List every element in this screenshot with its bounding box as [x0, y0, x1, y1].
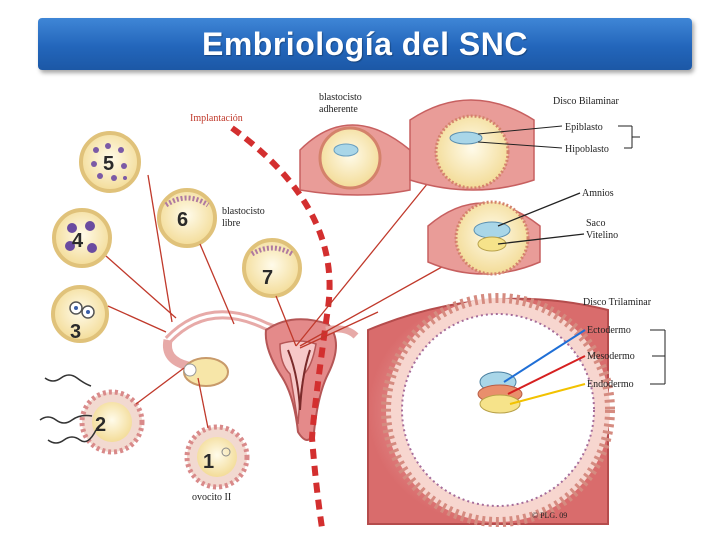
stage-6-free-blastocyst: 6 blastocisto libre [157, 188, 265, 248]
amnios-label: Amnios [582, 188, 614, 199]
stage-5-number: 5 [103, 153, 114, 175]
implantacion-label: Implantación [190, 113, 243, 124]
stage-5-morula: 5 [79, 131, 141, 193]
blastocisto-adherente-label-2: adherente [319, 104, 358, 115]
stage-4-number: 4 [72, 230, 84, 252]
trilaminar-pointers [503, 329, 586, 405]
stage-7-number: 7 [262, 267, 273, 289]
blastocisto-adherente-label-1: blastocisto [319, 92, 362, 103]
epiblasto-label: Epiblasto [565, 122, 603, 133]
ovocito-label: ovocito II [192, 492, 231, 503]
saco-label-2: Vitelino [586, 230, 618, 241]
stage-1-oocyte: 1 ovocito II [184, 424, 250, 503]
adherent-blastocyst-panel: blastocisto adherente [299, 92, 411, 196]
stage-arrows [105, 174, 459, 429]
stage-7-blastocyst: 7 [242, 238, 302, 298]
trilaminar-bracket [650, 329, 666, 385]
uterus-and-tube [162, 310, 359, 441]
stage-3-cell: 3 [51, 285, 109, 343]
bilaminar-disc-panel [409, 99, 535, 191]
bilaminar-bracket [477, 125, 640, 149]
trilaminar-disc-panel: © PLG. 09 [367, 293, 615, 527]
title-banner: Embriología del SNC [38, 18, 692, 70]
stage-2-number: 2 [95, 414, 106, 436]
stage-2-fertilization: 2 [39, 374, 145, 455]
endodermo-label: Endodermo [587, 379, 634, 390]
amnion-pointers [497, 192, 585, 245]
page-title: Embriología del SNC [202, 25, 528, 62]
credit-label: © PLG. 09 [532, 511, 567, 520]
hipoblasto-label: Hipoblasto [565, 144, 609, 155]
amnion-panel [427, 200, 541, 276]
stage-3-number: 3 [70, 321, 81, 343]
stage-1-number: 1 [203, 451, 214, 473]
implantation-path [230, 125, 333, 529]
mesodermo-label: Mesodermo [587, 351, 635, 362]
blastocisto-libre-label-1: blastocisto [222, 206, 265, 217]
stage-4-cell: 4 [52, 208, 112, 268]
disco-bilaminar-label: Disco Bilaminar [553, 96, 619, 107]
disco-trilaminar-label: Disco Trilaminar [583, 297, 652, 308]
ectodermo-label: Ectodermo [587, 325, 631, 336]
stage-6-number: 6 [177, 209, 188, 231]
saco-label-1: Saco [586, 218, 605, 229]
blastocisto-libre-label-2: libre [222, 218, 241, 229]
